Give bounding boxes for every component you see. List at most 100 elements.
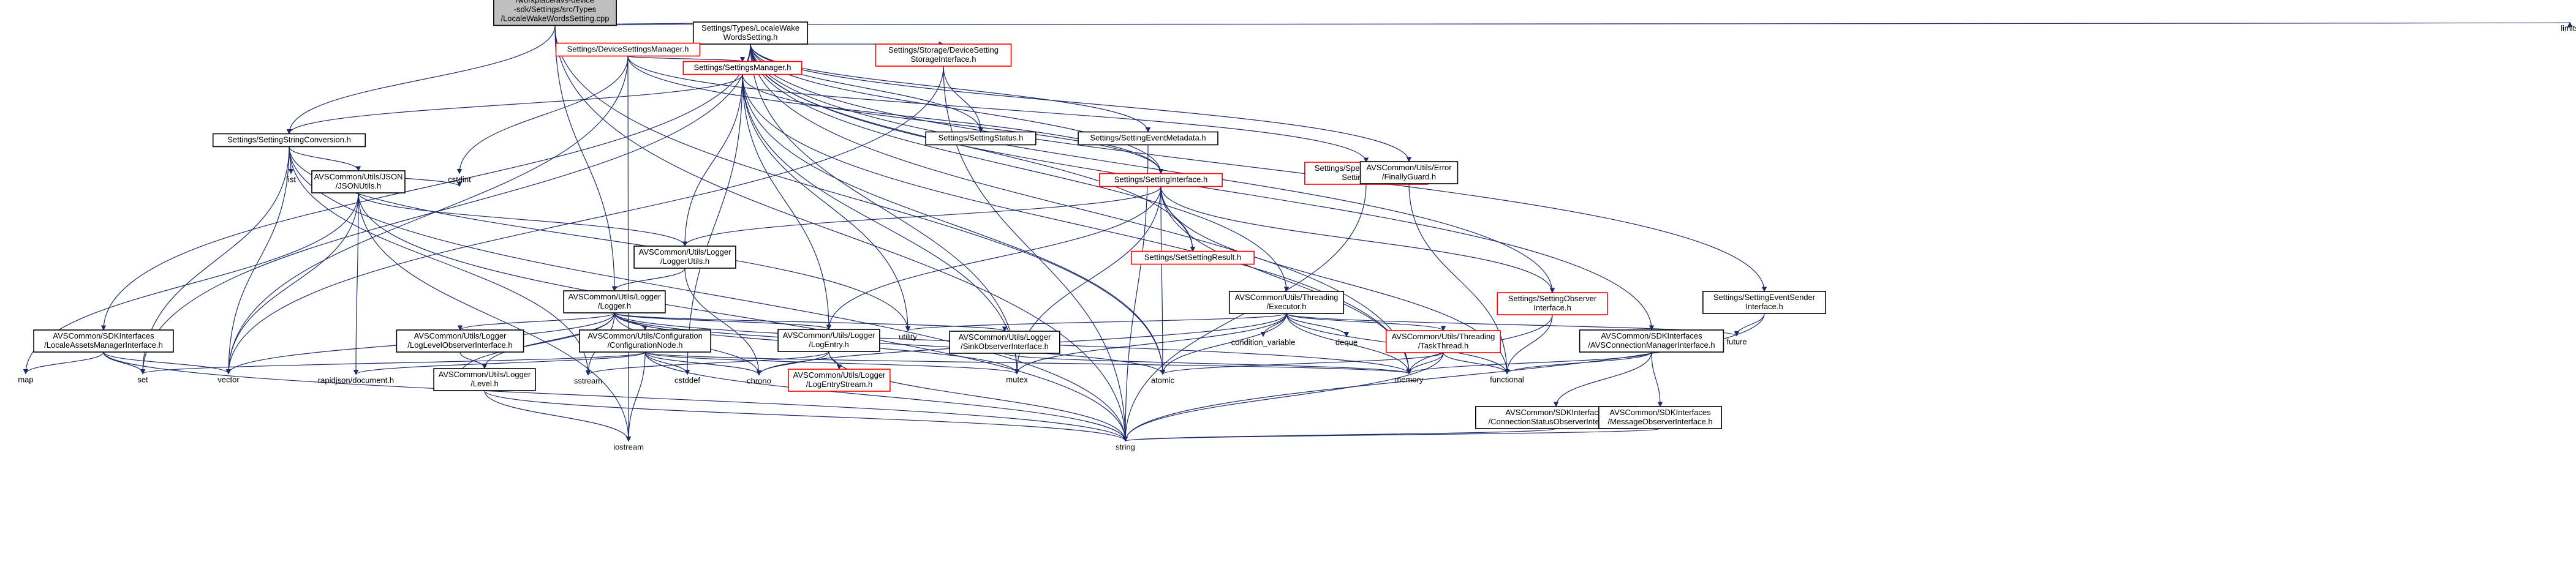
node-label-les-1: /LogEntryStream.h xyxy=(806,380,872,389)
edge-cn-to-memory xyxy=(644,351,1411,375)
node-label-moi-0: AVSCommon/SDKInterfaces xyxy=(1609,408,1711,417)
node-label-cmi-1: /AVSConnectionManagerInterface.h xyxy=(1588,340,1715,350)
node-box-json xyxy=(311,170,406,193)
node-utility: utility xyxy=(899,332,917,341)
node-label-functional-0: functional xyxy=(1490,375,1524,384)
node-box-tt xyxy=(1385,330,1501,353)
edge-lwws_h-to-sstatus xyxy=(750,43,984,133)
node-label-cn-0: AVSCommon/Utils/Configuration xyxy=(587,331,703,340)
edge-si-to-le xyxy=(826,186,1161,330)
edge-sm-to-ssc xyxy=(286,74,743,135)
node-label-ssr-0: Settings/SetSettingResult.h xyxy=(1144,252,1241,261)
edge-dsm-to-vector xyxy=(225,56,629,375)
node-memory: memory xyxy=(1395,375,1424,384)
node-label-atomic-0: atomic xyxy=(1151,375,1175,384)
edge-lu-to-logger xyxy=(611,268,686,291)
node-label-soi-1: Interface.h xyxy=(1533,303,1571,312)
node-cstdint: cstdint xyxy=(448,174,471,184)
node-label-cond-0: condition_variable xyxy=(1231,337,1296,347)
node-label-csoi-0: AVSCommon/SDKInterfaces xyxy=(1505,408,1607,417)
edge-root-to-logger xyxy=(554,25,618,291)
edge-logger-to-le xyxy=(614,312,832,330)
edge-cn-to-cstddef xyxy=(644,351,690,375)
edge-logger-to-lloi xyxy=(457,312,615,331)
node-atomic: atomic xyxy=(1151,375,1175,384)
node-box-dsm xyxy=(555,42,701,57)
edge-cn-to-iostream xyxy=(625,351,646,442)
edge-soi-to-functional xyxy=(1504,314,1553,375)
node-label-iostream-0: iostream xyxy=(613,442,644,451)
node-label-level-1: /Level.h xyxy=(470,379,499,388)
node-label-logger-1: /Logger.h xyxy=(598,301,631,310)
edge-dsm-to-si xyxy=(627,56,1164,174)
edge-cn-to-set xyxy=(140,351,646,375)
edge-cmi-to-moi xyxy=(1651,351,1663,407)
edge-ssc-to-vector xyxy=(225,146,290,375)
node-label-cstdint-0: cstdint xyxy=(448,174,471,184)
node-ssc: Settings/SettingStringConversion.h xyxy=(212,133,366,148)
node-cstddef: cstddef xyxy=(674,375,700,384)
node-label-lloi-1: /LogLevelObserverInterface.h xyxy=(407,340,512,350)
node-label-sesi-1: Interface.h xyxy=(1745,302,1783,311)
edge-dsm-to-cstdint xyxy=(456,56,629,174)
node-limits: limits xyxy=(2561,23,2576,32)
node-box-sdssi xyxy=(875,43,1012,67)
edge-exec-to-tt xyxy=(1286,313,1446,331)
edge-tt-to-atomic xyxy=(1160,352,1444,375)
node-label-root-0: /workplace/avs-device xyxy=(516,0,594,4)
edge-lami-to-vector xyxy=(103,351,232,375)
node-lwws_h: Settings/Types/LocaleWakeWordsSetting.h xyxy=(692,21,809,45)
edge-ssc-to-string xyxy=(289,146,1128,442)
node-label-ssc-0: Settings/SettingStringConversion.h xyxy=(227,135,351,144)
node-les: AVSCommon/Utils/Logger/LogEntryStream.h xyxy=(788,369,891,392)
node-label-mutex-0: mutex xyxy=(1006,375,1028,384)
edge-cn-to-string xyxy=(644,351,1128,442)
edge-lu-to-chrono xyxy=(684,268,762,376)
node-label-fg-1: /FinallyGuard.h xyxy=(1382,172,1436,181)
node-box-ssr xyxy=(1131,250,1255,265)
edge-tt-to-memory xyxy=(1406,352,1444,375)
edge-sm-to-le xyxy=(742,74,832,330)
node-label-les-0: AVSCommon/Utils/Logger xyxy=(793,370,886,380)
node-label-deque-0: deque xyxy=(1335,337,1358,347)
node-label-lloi-0: AVSCommon/Utils/Logger xyxy=(414,331,507,340)
node-label-json-0: AVSCommon/Utils/JSON xyxy=(314,172,403,181)
edge-cn-to-rapid xyxy=(353,351,646,375)
node-box-soi xyxy=(1497,292,1608,315)
node-lloi: AVSCommon/Utils/Logger/LogLevelObserverI… xyxy=(396,329,524,353)
node-label-cmi-0: AVSCommon/SDKInterfaces xyxy=(1601,331,1702,340)
edge-logger-to-sobi xyxy=(614,312,1007,332)
node-box-level xyxy=(433,368,536,391)
edge-dsm-to-sm xyxy=(627,55,745,62)
edge-lami-to-map xyxy=(23,351,104,375)
node-fg: AVSCommon/Utils/Error/FinallyGuard.h xyxy=(1359,161,1459,184)
node-label-sdssi-1: StorageInterface.h xyxy=(911,54,976,64)
edge-tt-to-functional xyxy=(1443,352,1510,375)
node-box-cmi xyxy=(1579,329,1724,353)
edge-le-to-string xyxy=(828,351,1128,442)
edge-moi-to-string xyxy=(1123,428,1661,442)
node-json: AVSCommon/Utils/JSON/JSONUtils.h xyxy=(311,170,406,193)
node-box-root xyxy=(493,0,617,26)
node-label-vector-0: vector xyxy=(217,375,240,384)
node-label-sm-0: Settings/SettingsManager.h xyxy=(694,62,791,72)
node-box-si xyxy=(1099,173,1223,187)
node-moi: AVSCommon/SDKInterfaces/MessageObserverI… xyxy=(1598,406,1722,429)
edge-lami-to-string xyxy=(103,351,1128,442)
node-box-lu xyxy=(633,246,736,269)
node-label-root-2: /LocaleWakeWordsSetting.cpp xyxy=(500,13,609,23)
edge-cmi-to-memory xyxy=(1406,351,1652,375)
node-future: future xyxy=(1726,337,1747,346)
node-box-moi xyxy=(1598,406,1722,429)
node-label-lami-0: AVSCommon/SDKInterfaces xyxy=(53,331,154,340)
node-vector: vector xyxy=(217,375,240,384)
node-cn: AVSCommon/Utils/Configuration/Configurat… xyxy=(579,329,711,353)
edge-tt-to-string xyxy=(1122,352,1444,442)
edge-level-to-string xyxy=(484,390,1128,442)
edge-root-to-ssc xyxy=(286,25,556,135)
edge-lwws_h-to-set xyxy=(140,43,751,375)
node-label-dsm-0: Settings/DeviceSettingsManager.h xyxy=(567,44,689,53)
edge-root-to-limits xyxy=(554,21,2570,28)
